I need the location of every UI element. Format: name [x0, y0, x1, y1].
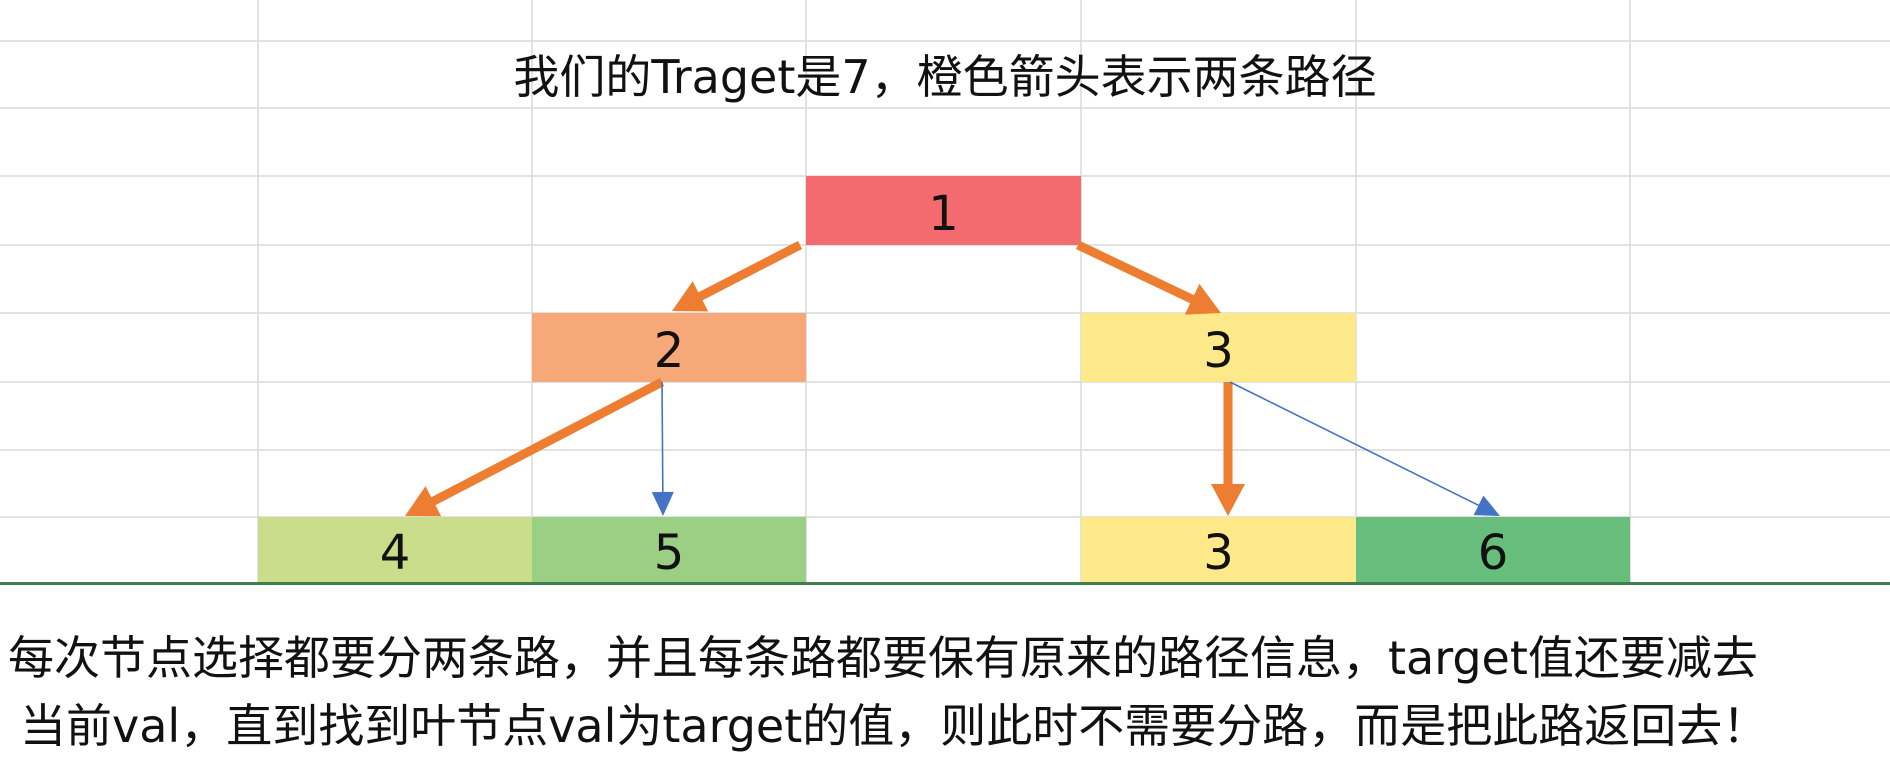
tree-leaf-3[interactable]: 3: [1081, 517, 1356, 583]
tree-leaf-5[interactable]: 5: [532, 517, 806, 583]
tree-node-3[interactable]: 3: [1081, 313, 1356, 382]
edge-1-to-2: [696, 241, 803, 302]
tree-node-2[interactable]: 2: [532, 313, 806, 382]
arrowhead: [672, 281, 709, 312]
arrowhead: [651, 491, 674, 516]
arrowhead: [1211, 484, 1245, 516]
arrowhead: [1473, 495, 1500, 516]
divider-line: [0, 582, 1890, 585]
tree-node-1[interactable]: 1: [806, 176, 1081, 245]
tree-leaf-4[interactable]: 4: [258, 517, 532, 583]
edge-2-to-4: [429, 378, 665, 507]
arrowhead: [405, 486, 442, 517]
description-line-1: 每次节点选择都要分两条路，并且每条路都要保有原来的路径信息，target值还要减…: [8, 631, 1758, 685]
edge-1-to-3: [1076, 240, 1196, 305]
description-line-2: 当前val，直到找到叶节点val为target的值，则此时不需要分路，而是把此路…: [20, 699, 1769, 753]
tree-leaf-6[interactable]: 6: [1356, 517, 1630, 583]
arrowhead: [1184, 283, 1221, 315]
tree-edges: [405, 240, 1500, 517]
diagram-title: 我们的Traget是7，橙色箭头表示两条路径: [513, 50, 1377, 104]
edge-3-to-7: [1229, 381, 1481, 507]
edge-2-to-5: [661, 381, 664, 495]
